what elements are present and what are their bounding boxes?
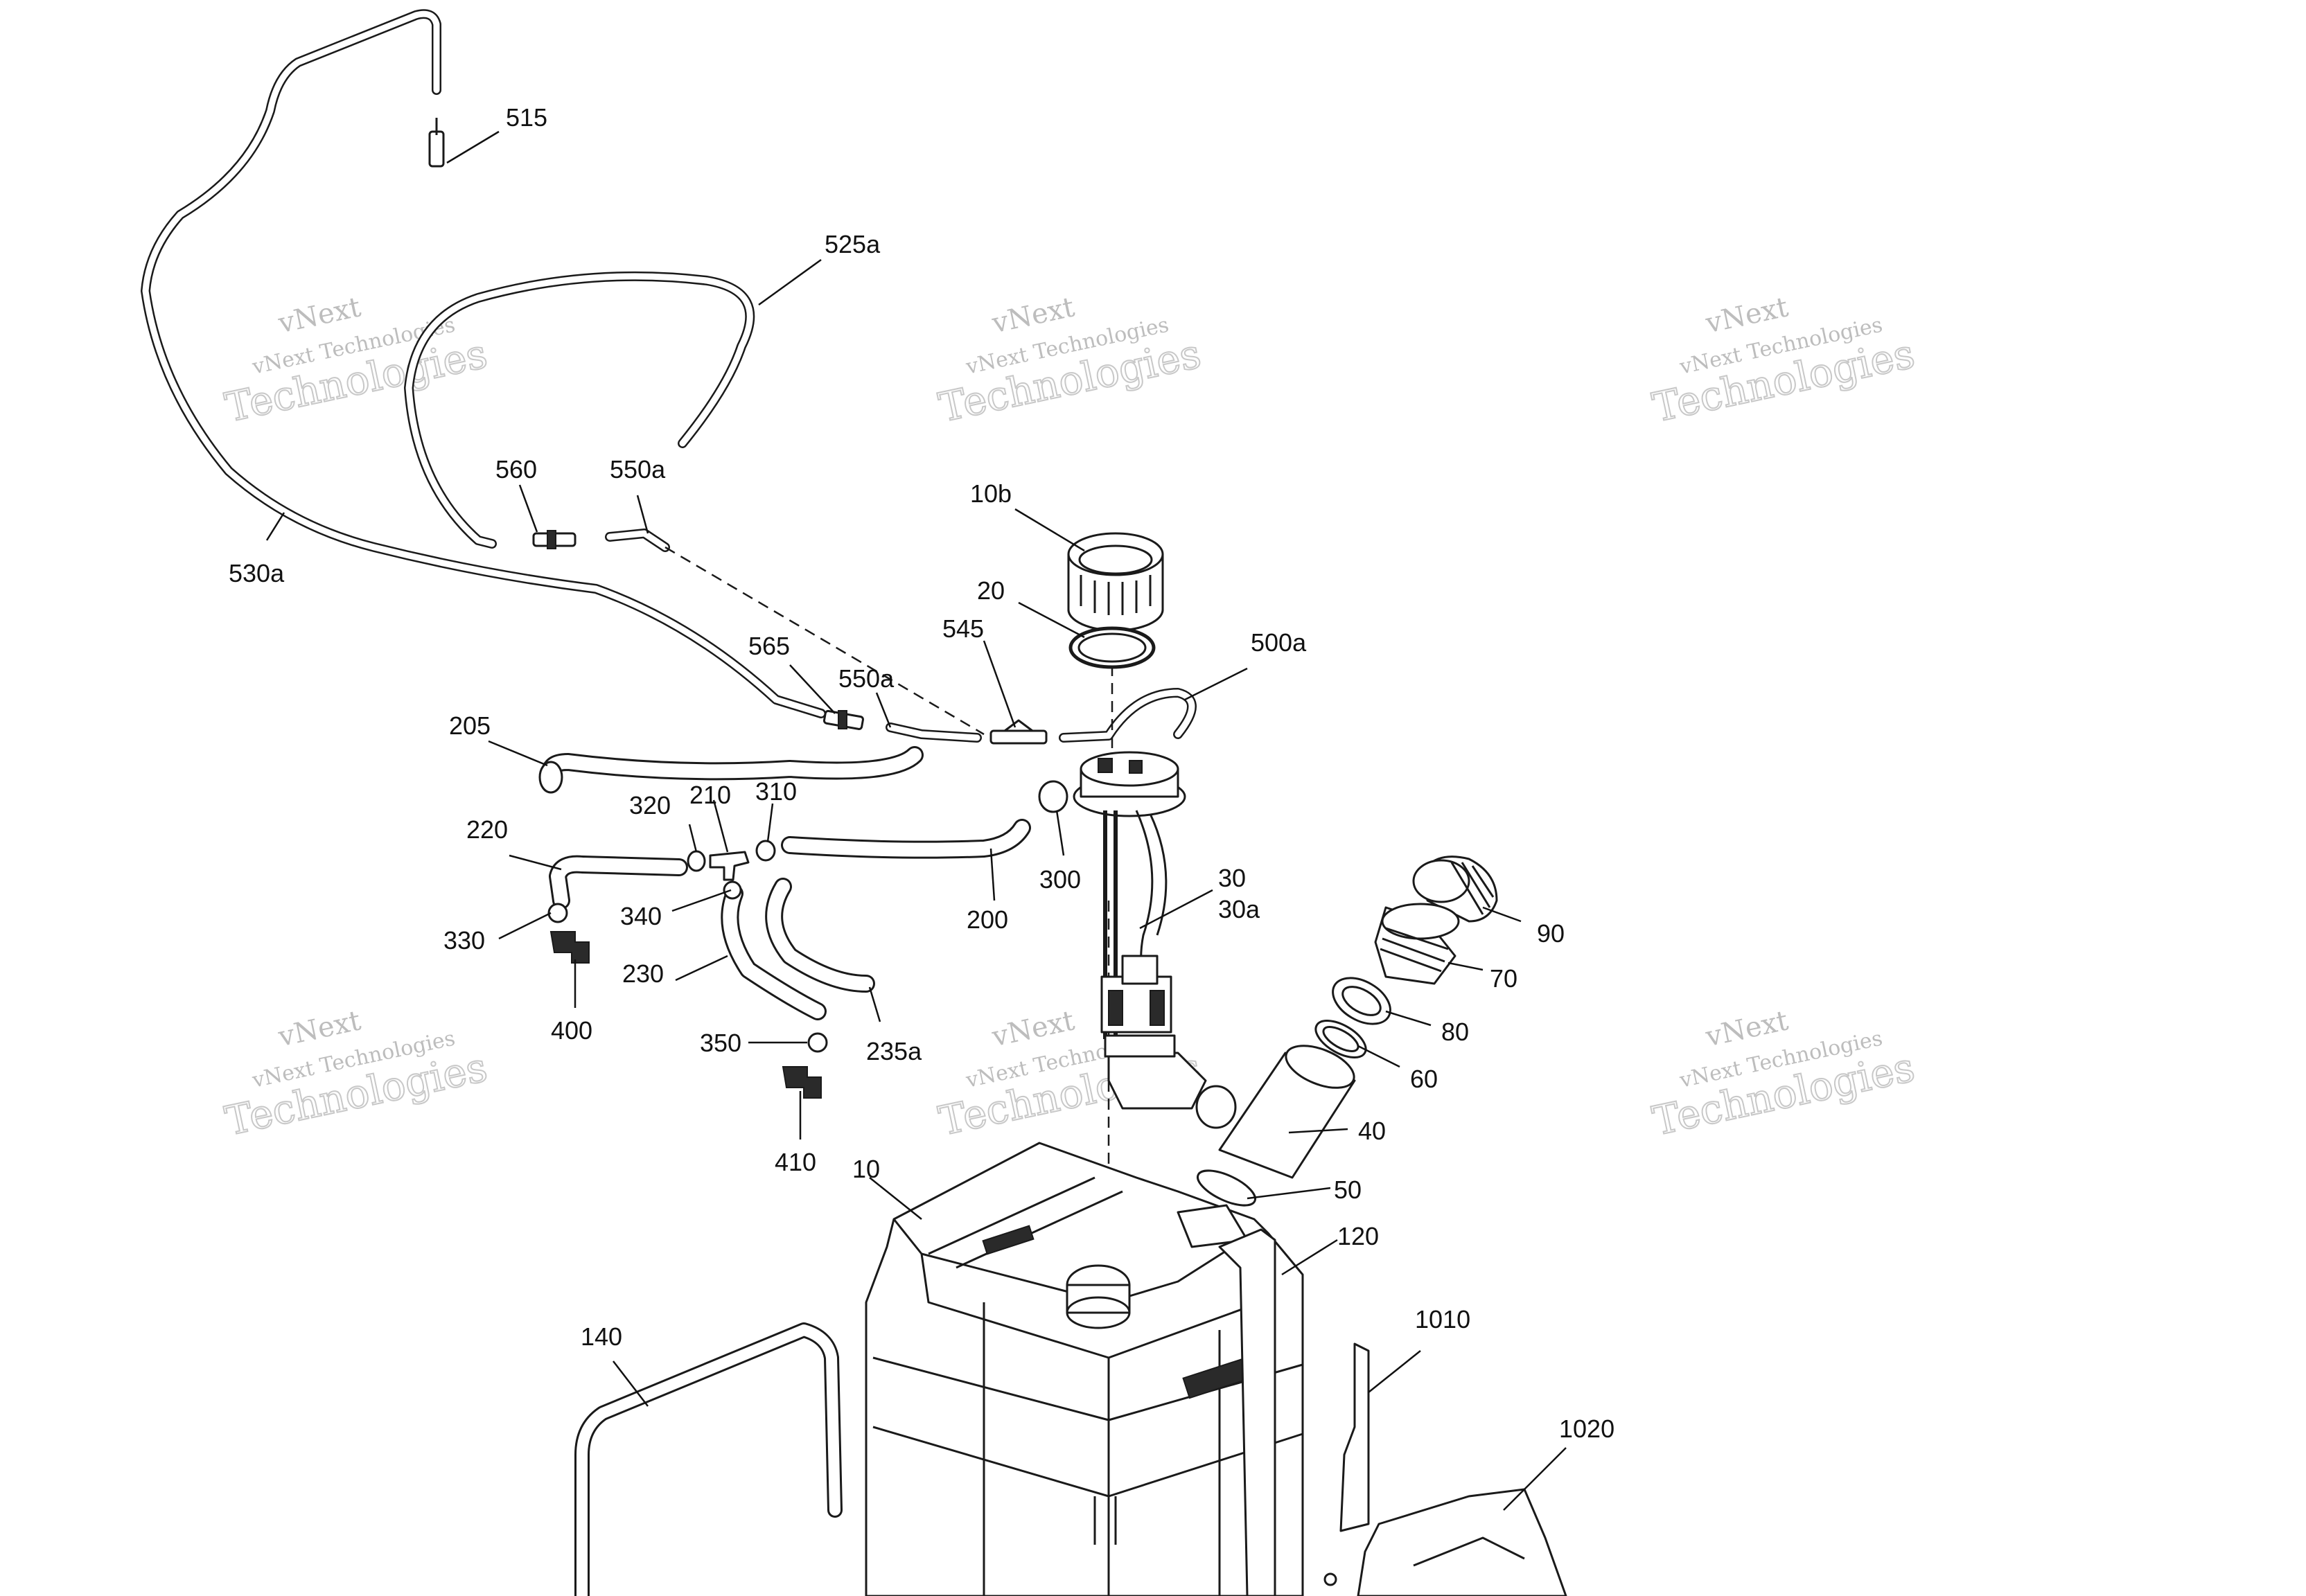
hose-525a bbox=[404, 271, 755, 549]
callout-230: 230 bbox=[622, 959, 664, 988]
clamp-350 bbox=[807, 1032, 828, 1053]
callout-330: 330 bbox=[443, 926, 485, 955]
ring-80 bbox=[1332, 977, 1391, 1025]
callout-40: 40 bbox=[1358, 1117, 1386, 1145]
callout-50: 50 bbox=[1334, 1176, 1362, 1204]
callout-labels: 515 525a 560 550a 530a 10b 20 545 500a 5… bbox=[229, 103, 1614, 1443]
clamp-50 bbox=[1197, 1169, 1256, 1207]
callout-80: 80 bbox=[1441, 1018, 1469, 1046]
fuel-pump-module-30 bbox=[1073, 751, 1237, 1129]
hose-200 bbox=[781, 819, 1031, 859]
callout-410: 410 bbox=[775, 1148, 816, 1176]
watermark-bottom-left: vNext vNext Technologies Technologies bbox=[220, 1004, 492, 1145]
leader-lines bbox=[265, 130, 1567, 1511]
callout-1020: 1020 bbox=[1559, 1415, 1614, 1443]
watermark-top-center: vNext vNext Technologies Technologies bbox=[934, 291, 1206, 432]
callout-320: 320 bbox=[629, 791, 671, 819]
elbow-fitting-400 bbox=[549, 931, 590, 964]
connector-565 bbox=[822, 709, 864, 730]
hose-550a-top bbox=[605, 529, 670, 552]
callout-90: 90 bbox=[1537, 919, 1565, 948]
watermark-vnext: vNext bbox=[1702, 291, 1791, 339]
clamp-330 bbox=[547, 903, 568, 923]
watermark-bottom-right: vNext vNext Technologies Technologies bbox=[1648, 1004, 1919, 1145]
clamp-60 bbox=[1314, 1020, 1367, 1058]
callout-350: 350 bbox=[700, 1029, 741, 1057]
hose-500a bbox=[1059, 688, 1197, 743]
watermark-top-right: vNext vNext Technologies Technologies bbox=[1648, 291, 1919, 432]
clamp-300 bbox=[1038, 780, 1068, 813]
callout-30a: 30a bbox=[1218, 895, 1260, 923]
callout-550a-top: 550a bbox=[610, 455, 666, 484]
hose-235a bbox=[765, 878, 875, 993]
callout-205: 205 bbox=[449, 711, 491, 740]
callout-220: 220 bbox=[466, 815, 508, 844]
elbow-fitting-410 bbox=[782, 1066, 822, 1099]
callout-140: 140 bbox=[581, 1322, 622, 1351]
watermark-vnext: vNext bbox=[275, 1004, 364, 1053]
callout-545: 545 bbox=[942, 614, 984, 643]
callout-70: 70 bbox=[1490, 964, 1517, 993]
callout-530a: 530a bbox=[229, 559, 285, 587]
callout-550a-mid: 550a bbox=[838, 664, 895, 693]
callout-20: 20 bbox=[977, 576, 1005, 605]
fuel-tank-10 bbox=[865, 1142, 1304, 1596]
callout-500a: 500a bbox=[1251, 628, 1307, 657]
callout-60: 60 bbox=[1410, 1065, 1438, 1093]
heat-shield-1010 bbox=[1339, 1342, 1370, 1532]
callout-1010: 1010 bbox=[1415, 1305, 1470, 1333]
watermark-vnext: vNext bbox=[275, 291, 364, 339]
callout-565: 565 bbox=[748, 632, 790, 660]
callout-10: 10 bbox=[852, 1155, 880, 1183]
hose-550a-mid bbox=[886, 722, 982, 743]
callout-200: 200 bbox=[967, 905, 1008, 934]
callout-210: 210 bbox=[689, 781, 731, 809]
lock-ring-10b bbox=[1067, 532, 1164, 632]
hose-220 bbox=[549, 855, 688, 910]
callout-560: 560 bbox=[495, 455, 537, 484]
watermark-top-left: vNext vNext Technologies Technologies bbox=[220, 291, 492, 432]
hose-205 bbox=[538, 746, 924, 794]
callout-340: 340 bbox=[620, 902, 662, 930]
hose-530a bbox=[141, 9, 826, 718]
filter-tube-40 bbox=[1218, 1045, 1356, 1179]
seal-ring-20 bbox=[1068, 626, 1156, 669]
callout-120: 120 bbox=[1337, 1222, 1379, 1250]
callout-400: 400 bbox=[551, 1016, 592, 1045]
callout-30: 30 bbox=[1218, 864, 1246, 892]
callout-300: 300 bbox=[1039, 865, 1081, 894]
connector-545 bbox=[989, 719, 1048, 745]
filler-neck-70 bbox=[1374, 903, 1460, 985]
connector-515 bbox=[428, 118, 445, 168]
callout-515: 515 bbox=[506, 103, 547, 132]
clamp-340 bbox=[723, 880, 742, 900]
bracket-120 bbox=[1218, 1228, 1276, 1596]
callout-310: 310 bbox=[755, 777, 797, 806]
connector-560 bbox=[532, 530, 576, 549]
tee-fitting-210 bbox=[709, 851, 750, 881]
alignment-line-vent bbox=[664, 546, 985, 736]
tank-strap-140 bbox=[574, 1322, 843, 1596]
watermark-vnext: vNext bbox=[1702, 1004, 1791, 1053]
watermark-vnext: vNext bbox=[989, 1004, 1077, 1053]
callout-235a: 235a bbox=[866, 1037, 922, 1065]
fuel-cap-90 bbox=[1412, 855, 1498, 923]
component-1020 bbox=[1323, 1488, 1567, 1596]
clamp-320 bbox=[687, 850, 706, 872]
callout-10b: 10b bbox=[970, 479, 1012, 508]
callout-525a: 525a bbox=[825, 230, 881, 258]
watermark-vnext: vNext bbox=[989, 291, 1077, 339]
clamp-310 bbox=[755, 840, 776, 862]
hose-230 bbox=[721, 885, 827, 1020]
